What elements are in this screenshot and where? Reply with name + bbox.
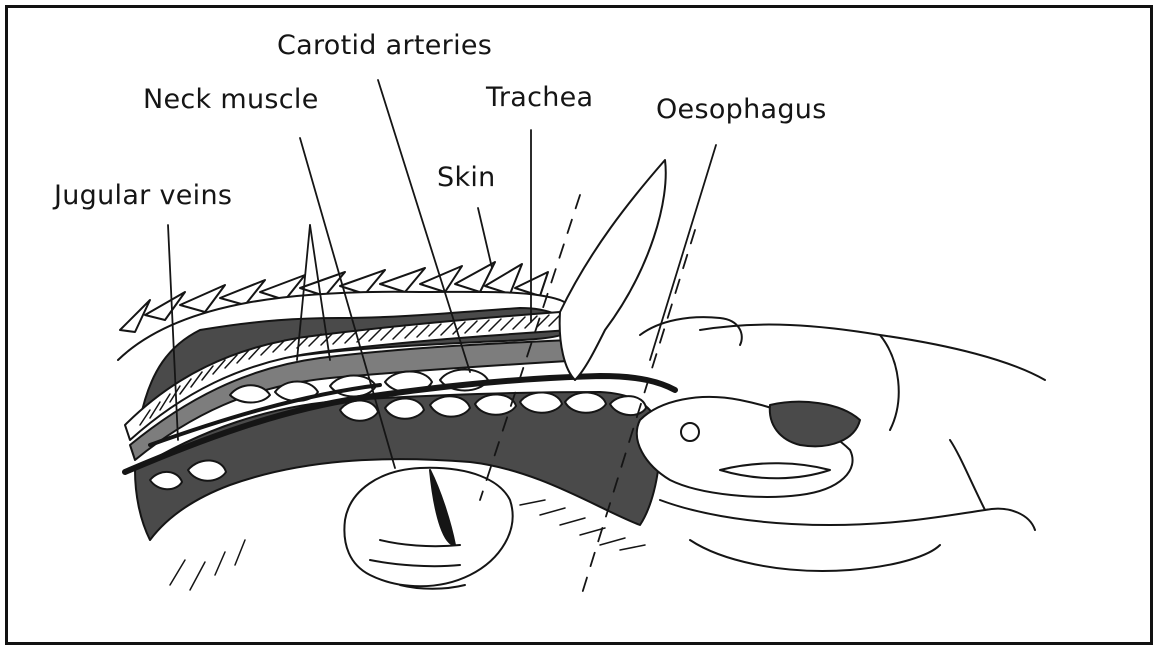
knife-blade [560, 160, 666, 380]
label-carotid-arteries: Carotid arteries [277, 30, 492, 61]
label-jugular-veins: Jugular veins [54, 180, 232, 211]
leader-skin [478, 208, 492, 268]
label-oesophagus: Oesophagus [656, 94, 827, 125]
bird-eye [681, 423, 699, 441]
label-neck-muscle: Neck muscle [143, 84, 319, 115]
label-skin: Skin [437, 162, 496, 193]
hand-left [344, 468, 512, 586]
label-trachea: Trachea [486, 82, 593, 113]
